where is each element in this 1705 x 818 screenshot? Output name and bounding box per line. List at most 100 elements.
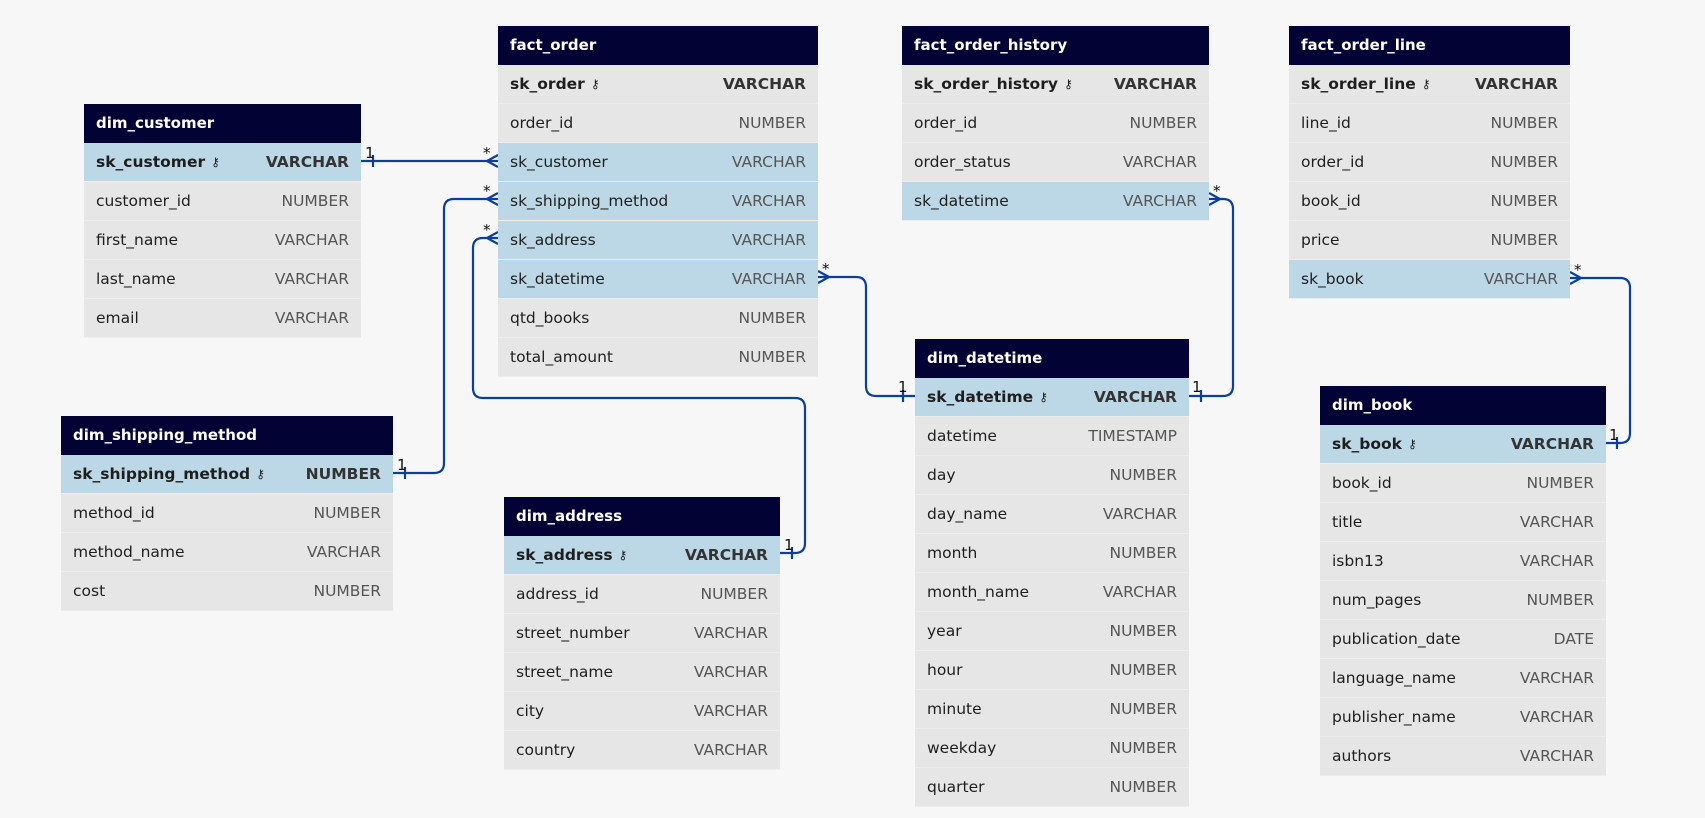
field-name: sk_datetime (914, 192, 1009, 210)
field-name: order_status (914, 153, 1011, 171)
field-type: VARCHAR (731, 231, 806, 249)
field-type: VARCHAR (1122, 192, 1197, 210)
crowfoot-customer (484, 154, 499, 168)
field-row[interactable]: sk_order_line⚷VARCHAR (1289, 65, 1570, 104)
field-type: NUMBER (1490, 231, 1558, 249)
crowfoot-datetime-order (817, 270, 832, 284)
field-row[interactable]: sk_address VARCHAR (498, 221, 818, 260)
field-type: NUMBER (313, 582, 381, 600)
field-type: VARCHAR (731, 192, 806, 210)
field-row[interactable]: sk_datetime⚷VARCHAR (915, 378, 1189, 417)
field-type: NUMBER (738, 348, 806, 366)
field-name: email (96, 309, 139, 327)
field-type: NUMBER (1109, 700, 1177, 718)
field-type: DATE (1553, 630, 1594, 648)
key-icon: ⚷ (590, 77, 600, 91)
field-name: sk_address (510, 231, 596, 249)
field-type: VARCHAR (1519, 669, 1594, 687)
field-type: VARCHAR (1102, 583, 1177, 601)
table-header: dim_shipping_method (61, 416, 393, 455)
field-name: order_id (1301, 153, 1365, 171)
field-type: VARCHAR (693, 663, 768, 681)
field-name: price (1301, 231, 1340, 249)
crowfoot-address (484, 231, 499, 245)
field-row[interactable]: sk_address⚷VARCHAR (504, 536, 780, 575)
table-header: dim_address (504, 497, 780, 536)
field-name: publisher_name (1332, 708, 1456, 726)
cardinality-one: 1 (898, 378, 908, 396)
field-name: book_id (1301, 192, 1361, 210)
field-type: NUMBER (1109, 778, 1177, 796)
field-row[interactable]: sk_customer⚷VARCHAR (84, 143, 361, 182)
cardinality-many: * (483, 182, 491, 200)
field-row[interactable]: sk_datetime VARCHAR (902, 182, 1209, 221)
link-datetime-history (1189, 197, 1235, 398)
field-row[interactable]: sk_book⚷VARCHAR (1320, 425, 1606, 464)
field-row[interactable]: sk_order⚷VARCHAR (498, 65, 818, 104)
field-row[interactable]: sk_shipping_method⚷NUMBER (61, 455, 393, 494)
table-header: fact_order (498, 26, 818, 65)
field-type: VARCHAR (731, 153, 806, 171)
field-type: VARCHAR (1519, 747, 1594, 765)
field-row[interactable]: sk_order_history⚷VARCHAR (902, 65, 1209, 104)
field-row[interactable]: price NUMBER (1289, 221, 1570, 260)
field-type: VARCHAR (693, 624, 768, 642)
field-row[interactable]: order_id NUMBER (1289, 143, 1570, 182)
field-type: VARCHAR (1093, 388, 1177, 406)
key-icon: ⚷ (1039, 390, 1048, 404)
field-name: sk_customer (96, 153, 206, 171)
field-name: sk_shipping_method (73, 465, 251, 483)
field-type: NUMBER (1490, 153, 1558, 171)
key-icon: ⚷ (1421, 77, 1431, 91)
